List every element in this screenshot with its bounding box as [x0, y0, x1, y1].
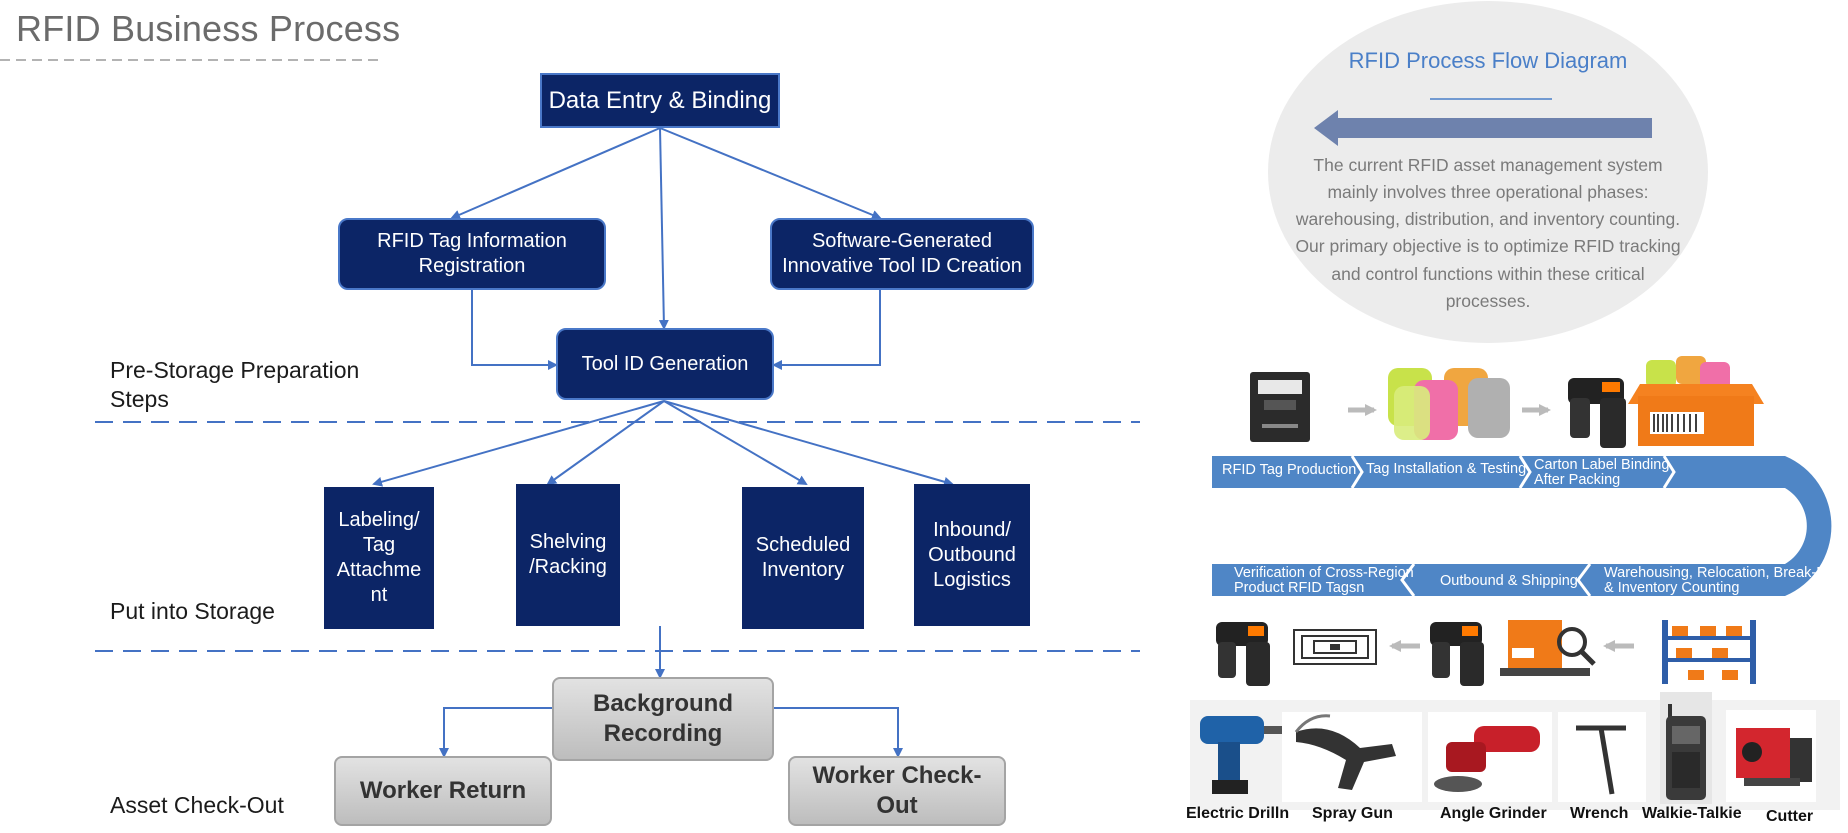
arrow-toolid-to-scheduled	[663, 400, 808, 486]
rfid-tags-icon	[1388, 368, 1510, 440]
tool-label-angle-grinder: Angle Grinder	[1440, 805, 1547, 822]
arrow-entry-to-software	[659, 127, 882, 220]
belt-label-tag-installation: Tag Installation & Testing	[1366, 461, 1527, 477]
tool-label-spray-gun: Spray Gun	[1312, 805, 1393, 822]
arrow-entry-to-rfid	[450, 127, 661, 220]
reader-icon-2	[1216, 622, 1270, 686]
belt-label-outbound-shipping: Outbound & Shipping	[1440, 573, 1578, 589]
stage-label-pre-storage: Pre-Storage Preparation Steps	[110, 357, 360, 412]
cutter-icon	[1726, 710, 1816, 802]
panel-description: The current RFID asset management system…	[1295, 155, 1681, 311]
labeling-box: Labeling/ Tag Attachme nt	[324, 487, 434, 629]
carton-box-icon	[1628, 356, 1764, 446]
wrench-icon	[1558, 712, 1646, 802]
arrow-rfid-to-toolid	[471, 290, 558, 370]
spray-gun-icon	[1282, 712, 1422, 802]
electric-drill-icon	[1200, 716, 1290, 794]
worker-checkout-box: Worker Check- Out	[788, 756, 1006, 826]
shelving-box: Shelving /Racking	[516, 484, 620, 626]
rfid-label-icon	[1293, 629, 1377, 665]
inbound-outbound-box: Inbound/ Outbound Logistics	[914, 484, 1030, 626]
angle-grinder-icon	[1428, 712, 1552, 802]
belt-label-warehousing: Warehousing, Relocation, Break-Bulk & In…	[1604, 565, 1845, 596]
conveyor-belt	[1212, 455, 1832, 597]
page-title: RFID Business Process	[16, 8, 401, 49]
arrow-background-to-checkout	[774, 707, 903, 758]
arrow-toolid-to-labeling	[372, 400, 665, 487]
tool-label-cutter: Cutter	[1766, 808, 1814, 825]
belt-label-verification: Verification of Cross-Region Product RFI…	[1234, 565, 1414, 596]
walkie-talkie-icon	[1660, 692, 1712, 804]
belt-label-rfid-tag-production: RFID Tag Production	[1222, 462, 1357, 478]
printer-icon	[1250, 372, 1310, 442]
belt-label-carton-binding: Carton Label Binding After Packing	[1534, 457, 1670, 488]
inspection-box-icon	[1500, 620, 1596, 676]
tool-label-electric-drill: Electric Drilln	[1186, 805, 1290, 822]
stage-label-checkout: Asset Check-Out	[110, 792, 284, 818]
tool-id-generation-box: Tool ID Generation	[556, 328, 774, 400]
rfid-registration-box: RFID Tag Information Registration	[338, 218, 606, 290]
data-entry-box: Data Entry & Binding	[540, 73, 780, 128]
tool-label-walkie-talkie: Walkie-Talkie	[1642, 805, 1742, 822]
background-recording-box: Background Recording	[552, 677, 774, 761]
warehouse-shelf-icon	[1662, 620, 1756, 684]
tool-label-wrench: Wrench	[1570, 805, 1629, 822]
info-ellipse	[1268, 1, 1708, 343]
arrow-background-to-return	[439, 707, 552, 758]
left-arrow-icon	[1314, 110, 1652, 146]
arrow-entry-to-toolid	[658, 127, 669, 330]
handheld-reader-icon	[1568, 378, 1626, 448]
reader-icon-3	[1430, 622, 1484, 686]
scheduled-inventory-box: Scheduled Inventory	[742, 487, 864, 629]
worker-return-box: Worker Return	[334, 756, 552, 826]
arrow-software-to-toolid	[772, 290, 881, 370]
software-generated-box: Software-Generated Innovative Tool ID Cr…	[770, 218, 1034, 290]
panel-heading: RFID Process Flow Diagram	[1348, 48, 1628, 73]
stage-label-put-storage: Put into Storage	[110, 598, 275, 624]
arrow-toolid-to-inbound	[663, 400, 954, 487]
arrow-toolid-to-shelving	[546, 400, 665, 486]
